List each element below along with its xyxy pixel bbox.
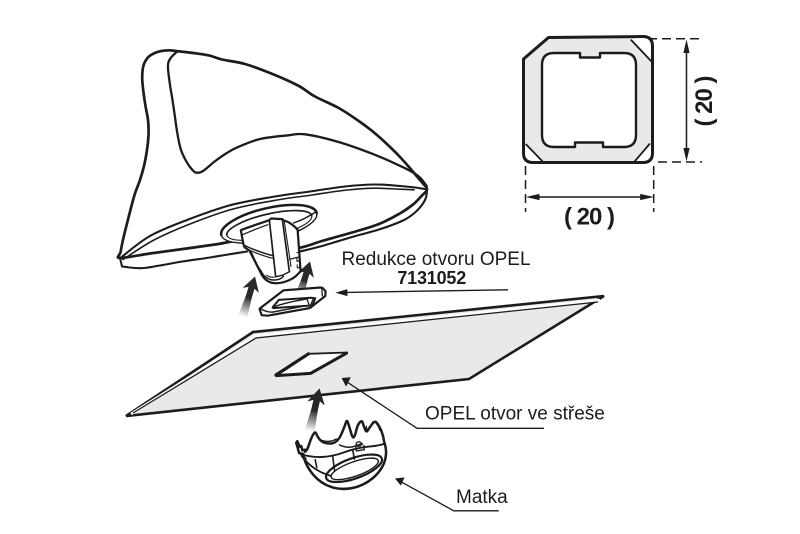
svg-text:( 20 ): ( 20 ) (564, 204, 614, 231)
svg-text:OPEL otvor ve střeše: OPEL otvor ve střeše (425, 404, 605, 425)
svg-text:7131052: 7131052 (397, 268, 466, 288)
svg-text:( 20 ): ( 20 ) (691, 76, 718, 126)
svg-text:Matka: Matka (456, 487, 508, 508)
svg-text:Redukce otvoru OPEL: Redukce otvoru OPEL (341, 249, 530, 270)
